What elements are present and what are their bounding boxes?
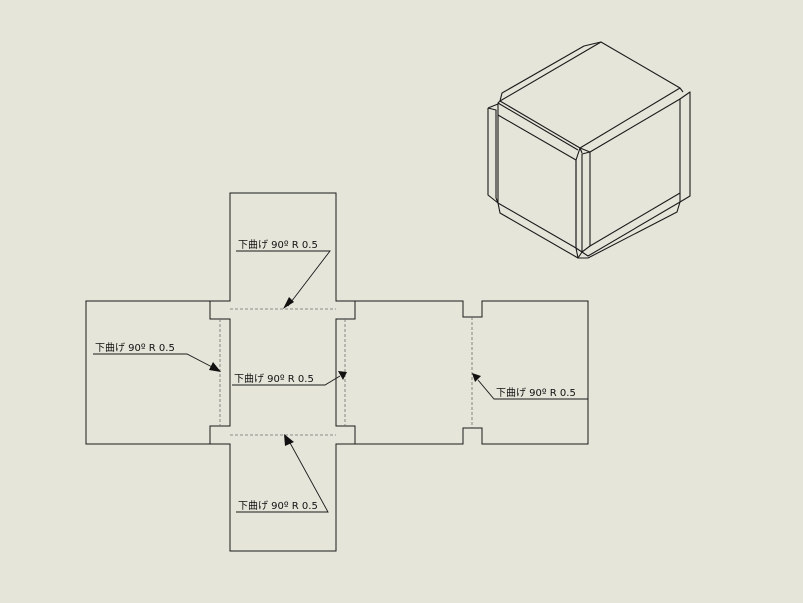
bend-note-top-arrowhead xyxy=(283,297,294,309)
iso-bottom-corner xyxy=(577,201,681,259)
iso-center-edge xyxy=(575,147,591,253)
bend-note-center-label: 下曲げ 90º R 0.5 xyxy=(234,373,314,385)
bend-note-left-arrowhead xyxy=(209,362,221,372)
iso-left-bottom-flange xyxy=(497,202,579,259)
flat-pattern-outline xyxy=(209,192,356,552)
iso-right-flange xyxy=(581,91,691,257)
flat-pattern xyxy=(85,192,589,552)
iso-right-face xyxy=(589,98,681,247)
bend-note-right: 下曲げ 90º R 0.5 xyxy=(472,373,588,400)
iso-top-back-edge xyxy=(499,41,602,102)
left-flange-outline xyxy=(85,300,210,445)
bend-note-center-leader xyxy=(232,375,341,386)
iso-left-face xyxy=(497,114,577,249)
bend-note-right-arrowhead xyxy=(472,373,481,382)
bend-note-top-label: 下曲げ 90º R 0.5 xyxy=(238,239,318,251)
bend-note-right-leader xyxy=(477,379,588,400)
bend-note-left: 下曲げ 90º R 0.5 xyxy=(93,342,221,372)
iso-top-flange xyxy=(497,87,684,154)
isometric-view xyxy=(487,41,691,259)
bend-note-left-leader xyxy=(93,353,215,369)
iso-left-flange xyxy=(487,103,499,204)
bend-note-bottom: 下曲げ 90º R 0.5 xyxy=(236,434,329,513)
bend-note-right-label: 下曲げ 90º R 0.5 xyxy=(496,387,576,399)
bend-note-top-leader xyxy=(236,250,331,307)
bend-note-top: 下曲げ 90º R 0.5 xyxy=(236,239,331,309)
bend-note-bottom-leader xyxy=(236,440,329,513)
right-panels-outline xyxy=(355,300,589,445)
bend-note-bottom-arrowhead xyxy=(284,434,294,446)
bend-note-center: 下曲げ 90º R 0.5 xyxy=(232,371,347,386)
bend-note-center-arrowhead xyxy=(338,371,347,380)
bend-note-bottom-label: 下曲げ 90º R 0.5 xyxy=(238,500,318,512)
bend-note-left-label: 下曲げ 90º R 0.5 xyxy=(95,342,175,354)
